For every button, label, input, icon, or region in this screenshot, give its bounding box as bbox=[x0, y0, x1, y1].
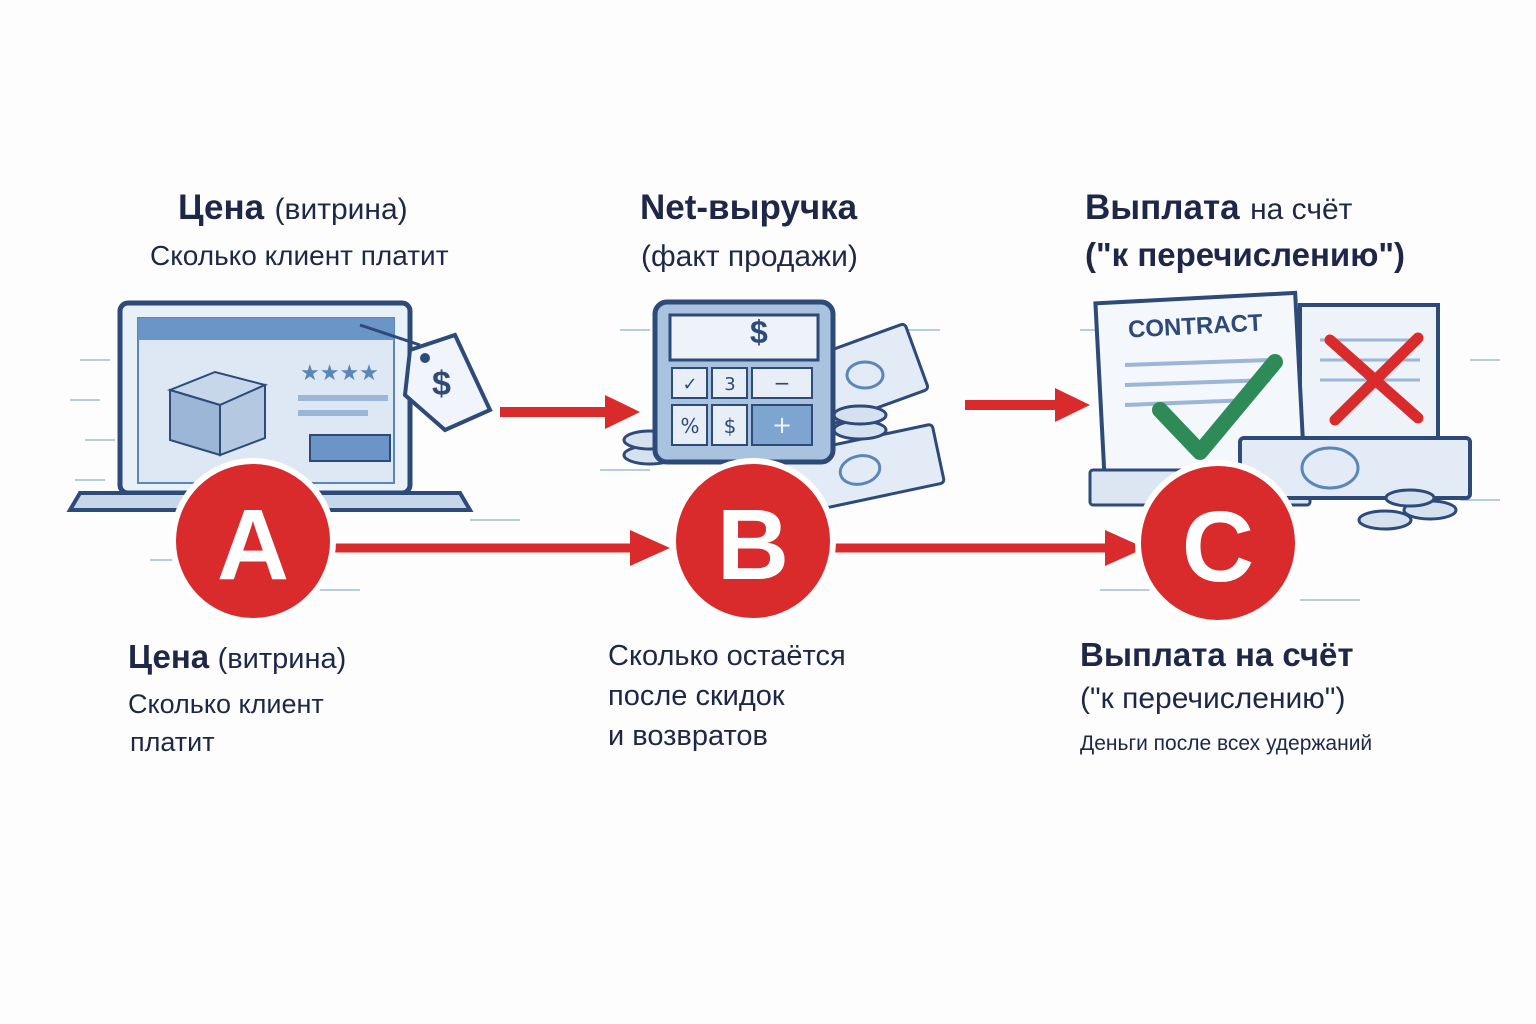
stage-c-top-subtitle: ("к перечислению") bbox=[1085, 236, 1406, 273]
letter-c: C bbox=[1181, 491, 1255, 603]
stage-b-bottom-line2: после скидок bbox=[608, 680, 785, 712]
svg-text:%: % bbox=[680, 414, 699, 438]
stage-c-top-title-bold: Выплата bbox=[1085, 188, 1240, 227]
arrow-top-a-b bbox=[500, 395, 640, 429]
arrow-bottom-b-c bbox=[835, 530, 1145, 566]
stage-a-top-title: Цена (витрина) bbox=[178, 188, 408, 228]
circle-a-badge bbox=[170, 458, 336, 624]
price-tag-icon bbox=[359, 323, 493, 433]
svg-text:✓: ✓ bbox=[682, 374, 697, 395]
stage-a-bottom-title-bold: Цена bbox=[128, 638, 210, 675]
calculator-dollar: $ bbox=[750, 314, 768, 350]
circle-b-badge bbox=[670, 458, 836, 624]
stage-b-top-subtitle: (факт продажи) bbox=[641, 240, 858, 273]
stage-a-top-title-rest: (витрина) bbox=[274, 193, 408, 226]
svg-text:3: 3 bbox=[724, 374, 735, 395]
arrow-top-b-c bbox=[965, 388, 1090, 422]
price-tag-dollar: $ bbox=[432, 365, 451, 403]
letter-a: A bbox=[216, 489, 290, 601]
box-icon bbox=[166, 370, 269, 457]
letter-b: B bbox=[716, 489, 790, 601]
svg-text:+: + bbox=[772, 411, 792, 439]
svg-text:$: $ bbox=[724, 414, 737, 438]
contract-icon bbox=[1093, 290, 1307, 486]
calculator-icon: ✓ 3 − % $ + bbox=[652, 299, 836, 465]
stage-b-bottom-line3: и возвратов bbox=[608, 720, 768, 752]
rating-stars-icon: ★★★★ bbox=[300, 361, 379, 386]
stage-a-bottom-title: Цена (витрина) bbox=[128, 638, 346, 676]
svg-text:−: − bbox=[774, 371, 791, 395]
check-icon bbox=[1152, 354, 1283, 460]
stage-b-top-title: Net-выручка bbox=[640, 188, 858, 227]
stage-a-top-subtitle: Сколько клиент платит bbox=[150, 240, 449, 271]
laptop-icon: ★★★★ bbox=[66, 300, 474, 512]
stage-c-bottom-subtitle: ("к перечислению") bbox=[1080, 682, 1346, 715]
circle-c-badge bbox=[1135, 460, 1301, 626]
cross-icon bbox=[1324, 332, 1424, 426]
stage-a-top-title-bold: Цена bbox=[178, 188, 265, 227]
stage-c-bottom-title: Выплата на счёт bbox=[1080, 636, 1354, 673]
stage-a-bottom-title-rest: (витрина) bbox=[217, 643, 347, 675]
arrow-bottom-a-b bbox=[335, 530, 670, 566]
stage-b-bottom-line1: Сколько остаётся bbox=[608, 640, 846, 672]
stage-c-bottom-note: Деньги после всех удержаний bbox=[1080, 732, 1373, 755]
stage-c-top-title: Выплата на счёт bbox=[1085, 188, 1352, 228]
stage-a-bottom-line2: платит bbox=[130, 727, 215, 757]
stage-a-bottom-line1: Сколько клиент bbox=[128, 689, 324, 719]
stage-c-top-title-rest: на счёт bbox=[1250, 193, 1353, 226]
